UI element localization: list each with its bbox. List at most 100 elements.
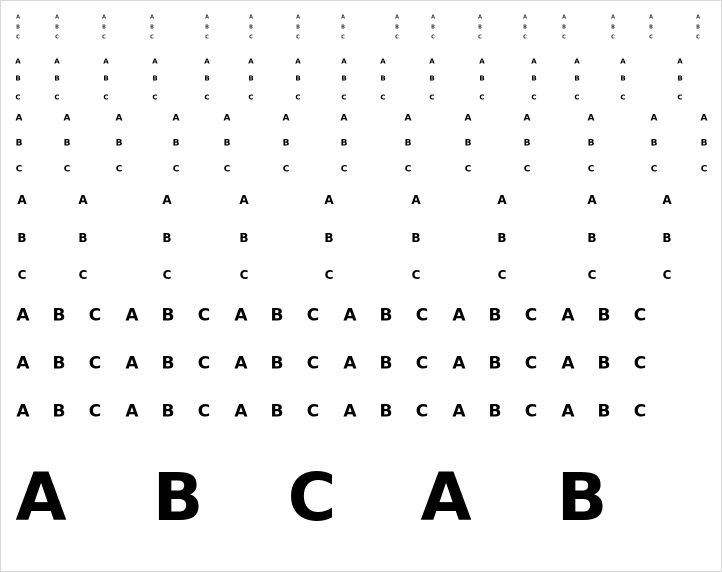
medium-grid-letter: A: [282, 113, 290, 124]
large-grid-letter: C: [78, 268, 88, 282]
small-grid-letter: B: [295, 74, 301, 83]
sequence-rows-letter: A: [234, 305, 248, 326]
tiny-grid-letter: A: [296, 14, 300, 21]
sequence-rows-letter: C: [524, 305, 538, 326]
small-grid-letter: C: [574, 93, 580, 102]
tiny-grid-letter: C: [649, 34, 653, 41]
sequence-rows-letter: A: [125, 305, 139, 326]
sequence-rows-letter: B: [52, 353, 66, 374]
tiny-grid-letter: B: [431, 24, 435, 31]
large-grid-letter: A: [411, 193, 421, 207]
medium-grid-letter: C: [700, 164, 708, 175]
sequence-rows-letter: C: [633, 305, 647, 326]
medium-grid-letter: C: [404, 164, 412, 175]
large-grid-letter: B: [411, 231, 421, 245]
sequence-rows-letter: B: [379, 305, 393, 326]
tiny-grid-letter: B: [341, 24, 345, 31]
medium-grid-letter: A: [523, 113, 531, 124]
large-grid-letter: B: [239, 231, 249, 245]
tiny-grid-letter: A: [205, 14, 209, 21]
small-grid-letter: C: [531, 93, 537, 102]
large-grid-letter: A: [662, 193, 672, 207]
small-grid-letter: B: [620, 74, 626, 83]
tiny-grid-letter: C: [478, 34, 482, 41]
small-grid-letter: B: [531, 74, 537, 83]
tiny-grid-letter: A: [102, 14, 106, 21]
medium-grid-letter: A: [650, 113, 658, 124]
small-grid-letter: C: [479, 93, 485, 102]
medium-grid-letter: B: [340, 138, 348, 149]
sequence-rows-letter: C: [197, 353, 211, 374]
small-grid-letter: C: [677, 93, 683, 102]
tiny-grid-letter: C: [249, 34, 253, 41]
medium-grid-letter: A: [340, 113, 348, 124]
tiny-grid-letter: A: [395, 14, 399, 21]
sequence-rows-letter: B: [379, 353, 393, 374]
medium-grid-letter: B: [172, 138, 180, 149]
sequence-rows-letter: A: [452, 305, 466, 326]
sequence-rows-letter: C: [415, 353, 429, 374]
medium-grid-letter: C: [15, 164, 23, 175]
sequence-rows-letter: C: [415, 305, 429, 326]
sequence-rows-letter: B: [488, 305, 502, 326]
tiny-grid-letter: B: [296, 24, 300, 31]
sequence-rows-letter: C: [88, 305, 102, 326]
tiny-grid-letter: A: [611, 14, 615, 21]
large-grid-letter: B: [324, 231, 334, 245]
small-grid-letter: B: [574, 74, 580, 83]
sequence-rows-letter: A: [16, 353, 30, 374]
large-grid-letter: B: [587, 231, 597, 245]
tiny-grid-letter: A: [249, 14, 253, 21]
small-grid-letter: C: [429, 93, 435, 102]
tiny-grid-letter: B: [55, 24, 59, 31]
small-grid-letter: B: [677, 74, 683, 83]
small-grid-letter: A: [429, 57, 435, 66]
small-grid-letter: B: [103, 74, 109, 83]
tiny-grid-letter: B: [249, 24, 253, 31]
small-grid-letter: A: [204, 57, 210, 66]
sequence-rows-letter: A: [452, 353, 466, 374]
sequence-rows-letter: B: [52, 401, 66, 422]
small-grid-letter: C: [204, 93, 210, 102]
tiny-grid-letter: A: [523, 14, 527, 21]
sequence-rows-letter: C: [197, 401, 211, 422]
medium-grid-letter: C: [650, 164, 658, 175]
sequence-rows-letter: A: [452, 401, 466, 422]
sequence-rows-letter: C: [524, 401, 538, 422]
large-grid-letter: A: [587, 193, 597, 207]
tiny-grid-letter: C: [562, 34, 566, 41]
large-grid-letter: C: [324, 268, 334, 282]
tiny-grid-letter: A: [696, 14, 700, 21]
sequence-rows-letter: C: [306, 401, 320, 422]
medium-grid-letter: B: [404, 138, 412, 149]
sequence-rows-letter: C: [633, 401, 647, 422]
medium-grid-letter: C: [172, 164, 180, 175]
sequence-rows-letter: C: [88, 401, 102, 422]
medium-grid-letter: C: [63, 164, 71, 175]
tiny-grid-letter: C: [102, 34, 106, 41]
medium-grid-letter: A: [115, 113, 123, 124]
medium-grid-letter: A: [587, 113, 595, 124]
large-grid-letter: C: [662, 268, 672, 282]
sequence-rows-letter: B: [161, 305, 175, 326]
large-grid-letter: C: [411, 268, 421, 282]
large-grid-letter: B: [162, 231, 172, 245]
sequence-rows-letter: A: [234, 401, 248, 422]
large-grid-letter: A: [78, 193, 88, 207]
sequence-rows-letter: A: [343, 353, 357, 374]
sequence-rows-letter: B: [597, 401, 611, 422]
sequence-rows-letter: A: [125, 353, 139, 374]
large-grid-letter: B: [662, 231, 672, 245]
medium-grid-letter: B: [650, 138, 658, 149]
tiny-grid-letter: C: [696, 34, 700, 41]
small-grid-letter: C: [15, 93, 21, 102]
tiny-grid-letter: A: [341, 14, 345, 21]
small-grid-letter: A: [248, 57, 254, 66]
tiny-grid-letter: C: [395, 34, 399, 41]
medium-grid-letter: C: [523, 164, 531, 175]
large-grid-letter: A: [497, 193, 507, 207]
tiny-grid-letter: C: [205, 34, 209, 41]
sequence-rows-letter: A: [125, 401, 139, 422]
small-grid-letter: B: [152, 74, 158, 83]
